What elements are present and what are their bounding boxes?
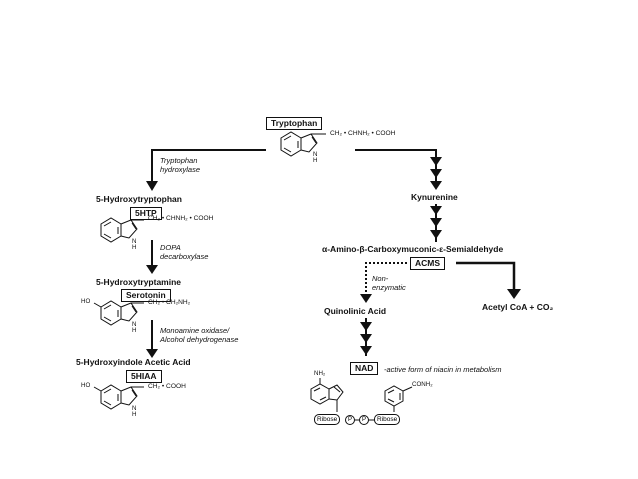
phosphate-1: P: [345, 415, 355, 425]
flow-line-tryptophan-to-kynurenine: [355, 149, 437, 186]
tryptophan-formula: CH₂ • CHNH₂ • COOH: [330, 130, 396, 137]
nh-serotonin: N H: [132, 321, 137, 334]
label-quinolinic-acid: Quinolinic Acid: [324, 306, 387, 316]
tryptophan-box: Tryptophan: [266, 117, 323, 130]
enzyme-tryptophan-hydroxylase: Tryptophan hydroxylase: [160, 156, 201, 174]
arrowhead-5htp: [146, 181, 158, 191]
indole-structure-5hiaa: [93, 384, 144, 410]
label-conh2: CONH₂: [412, 381, 433, 388]
flow-line-tryptophan-to-5htp: [151, 149, 266, 184]
dotted-line-acms-to-quinolinic: [365, 262, 407, 296]
box-nad: NAD: [350, 362, 379, 375]
label-nad-note: -active form of niacin in metabolism: [384, 365, 502, 374]
ho-serotonin: HO: [81, 298, 91, 305]
tryptophan-nh: N H: [313, 151, 318, 164]
flow-line-acms-to-acetyl: [456, 261, 516, 291]
arrowhead-serotonin: [146, 265, 158, 274]
adenine-structure: [310, 378, 344, 412]
enzyme-dopa-decarboxylase: DOPA decarboxylase: [160, 243, 209, 261]
indole-structure-5htp: [100, 217, 144, 243]
arrowhead-5hiaa: [146, 349, 158, 358]
enzyme-monoamine-oxidase: Monoamine oxidase/ Alcohol dehydrogenase: [160, 326, 239, 344]
arrowhead-acetyl: [507, 289, 521, 299]
box-5htp: 5HTP: [130, 207, 162, 220]
stacked-arrows-kynurenine: [430, 157, 442, 190]
label-non-enzymatic: Non- enzymatic: [372, 274, 406, 292]
nh-5htp: N H: [132, 238, 137, 251]
stacked-arrows-nad: [360, 322, 372, 355]
arrowhead-quinolinic: [360, 294, 372, 303]
label-5-hydroxytryptamine: 5-Hydroxytryptamine: [96, 277, 182, 287]
ribose-left: Ribose: [314, 414, 341, 425]
formula-5hiaa: CH₂ • COOH: [148, 383, 186, 390]
label-5-hydroxyindole-acetic-acid: 5-Hydroxyindole Acetic Acid: [76, 357, 191, 367]
indole-structure-serotonin: [93, 300, 144, 326]
formula-5htp: CH₂ • CHNH₂ • COOH: [148, 215, 214, 222]
ribose-right: Ribose: [374, 414, 401, 425]
stacked-arrows-acms: [430, 206, 442, 239]
indole-structure-tryptophan: [280, 131, 326, 157]
label-acms-full-name: α-Amino-β-Carboxymuconic-ε-Semialdehyde: [322, 244, 504, 254]
phosphate-2: P: [359, 415, 369, 425]
box-acms: ACMS: [410, 257, 446, 270]
label-acetyl-coa: Acetyl CoA + CO₂: [482, 302, 554, 312]
nh-5hiaa: N H: [132, 405, 137, 418]
box-5hiaa: 5HIAA: [126, 370, 162, 383]
nicotinamide-structure: [384, 385, 413, 412]
label-kynurenine: Kynurenine: [411, 192, 458, 202]
box-serotonin: Serotonin: [121, 289, 171, 302]
ho-5hiaa: HO: [81, 382, 91, 389]
label-nh2-adenine: NH₂: [314, 370, 326, 377]
label-5-hydroxytryptophan: 5-Hydroxytryptophan: [96, 194, 182, 204]
formula-serotonin: CH₂ • CH₂NH₂: [148, 299, 191, 306]
